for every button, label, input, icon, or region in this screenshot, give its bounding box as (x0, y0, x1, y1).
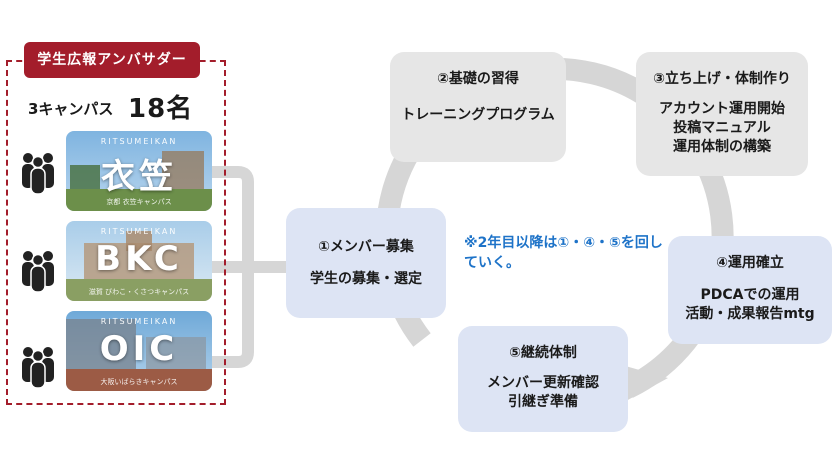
step-line: PDCAでの運用 (700, 287, 800, 303)
step-line: トレーニングプログラム (401, 107, 555, 123)
people-group-icon (22, 153, 54, 194)
step-5-continuity: ⑤継続体制 メンバー更新確認 引継ぎ準備 (458, 326, 628, 432)
campus-card-oic: RITSUMEIKAN OIC 大阪いばらきキャンパス (66, 311, 212, 391)
people-group-icon (22, 347, 54, 388)
campus-sub: 京都 衣笠キャンパス (106, 198, 172, 206)
step-line: アカウント運用開始 (659, 101, 785, 117)
step-line: 投稿マニュアル (673, 120, 771, 136)
count-prefix: 3キャンパス (28, 100, 114, 118)
step-line: 運用体制の構築 (673, 139, 771, 155)
step-2-basic-training: ②基礎の習得 トレーニングプログラム (390, 52, 566, 162)
panel-title: 学生広報アンバサダー (24, 42, 200, 78)
note-line: ※2年目以降は①・④・⑤を回し (464, 235, 663, 251)
step-line: 活動・成果報告mtg (685, 306, 815, 322)
step-4-operation: ④運用確立 PDCAでの運用 活動・成果報告mtg (668, 236, 832, 344)
step-title: ②基礎の習得 (437, 71, 519, 87)
campus-brand: RITSUMEIKAN (100, 227, 178, 236)
step-line: 引継ぎ準備 (508, 394, 578, 410)
step-title: ③立ち上げ・体制作り (653, 71, 791, 87)
member-count: 3キャンパス 18名 (28, 88, 228, 124)
step-line: メンバー更新確認 (487, 375, 599, 391)
campus-name: 衣笠 (101, 157, 177, 197)
step-1-member-recruitment: ①メンバー募集 学生の募集・選定 (286, 208, 446, 318)
campus-sub: 大阪いばらきキャンパス (100, 378, 178, 386)
campus-name: OIC (99, 329, 179, 369)
campus-brand: RITSUMEIKAN (100, 317, 178, 326)
count-value: 18名 (128, 94, 194, 124)
campus-card-kinugasa: RITSUMEIKAN 衣笠 京都 衣笠キャンパス (66, 131, 212, 211)
campus-brand: RITSUMEIKAN (100, 137, 178, 146)
step-line: 学生の募集・選定 (310, 271, 422, 287)
step-title: ④運用確立 (716, 255, 784, 271)
step-3-setup: ③立ち上げ・体制作り アカウント運用開始 投稿マニュアル 運用体制の構築 (636, 52, 808, 176)
campus-name: BKC (95, 239, 183, 279)
campus-card-bkc: RITSUMEIKAN BKC 滋賀 びわこ・くさつキャンパス (66, 221, 212, 301)
campus-sub: 滋賀 びわこ・くさつキャンパス (88, 288, 190, 296)
people-group-icon (22, 251, 54, 292)
step-title: ⑤継続体制 (509, 345, 577, 361)
step-title: ①メンバー募集 (318, 239, 414, 255)
note-line: ていく。 (464, 255, 520, 271)
cycle-note: ※2年目以降は①・④・⑤を回し ていく。 (464, 233, 704, 273)
